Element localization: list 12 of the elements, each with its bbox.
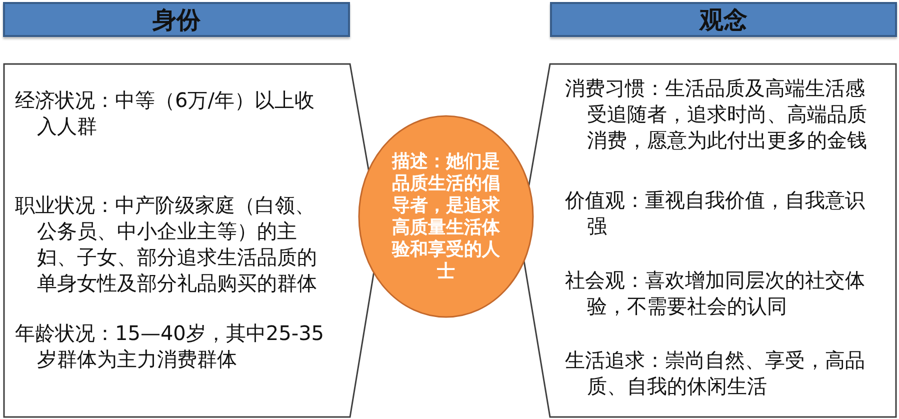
info-paragraph: 年龄状况：15—40岁，其中25-35岁群体为主力消费群体 [15,320,326,372]
info-paragraph: 消费习惯：生活品质及高端生活感受追随者，追求时尚、高端品质消费，愿意为此付出更多的金钱 [565,75,868,153]
info-paragraph: 价值观：重视自我价值，自我意识强 [565,187,866,239]
header-title: 身份 [152,6,200,34]
info-paragraph: 职业状况：中产阶级家庭（白领、公务员、中小企业主等）的主妇、子女、部分追求生活品质的单身女性及部分礼品购买的群体 [15,192,318,296]
header-bar [550,2,897,37]
info-paragraph: 社会观：喜欢增加同层次的社交体验，不需要社会的认同 [565,267,866,319]
description-text: 描述：她们是品质生活的倡导者，是追求高质量生活体验和享受的人士 [390,150,501,282]
info-paragraph: 生活追求：崇尚自然、享受，高品质、自我的休闲生活 [565,347,866,399]
info-paragraph: 经济状况：中等（6万/年）以上收入人群 [15,87,316,139]
header-bar [3,2,350,37]
header-title: 观念 [700,6,748,34]
